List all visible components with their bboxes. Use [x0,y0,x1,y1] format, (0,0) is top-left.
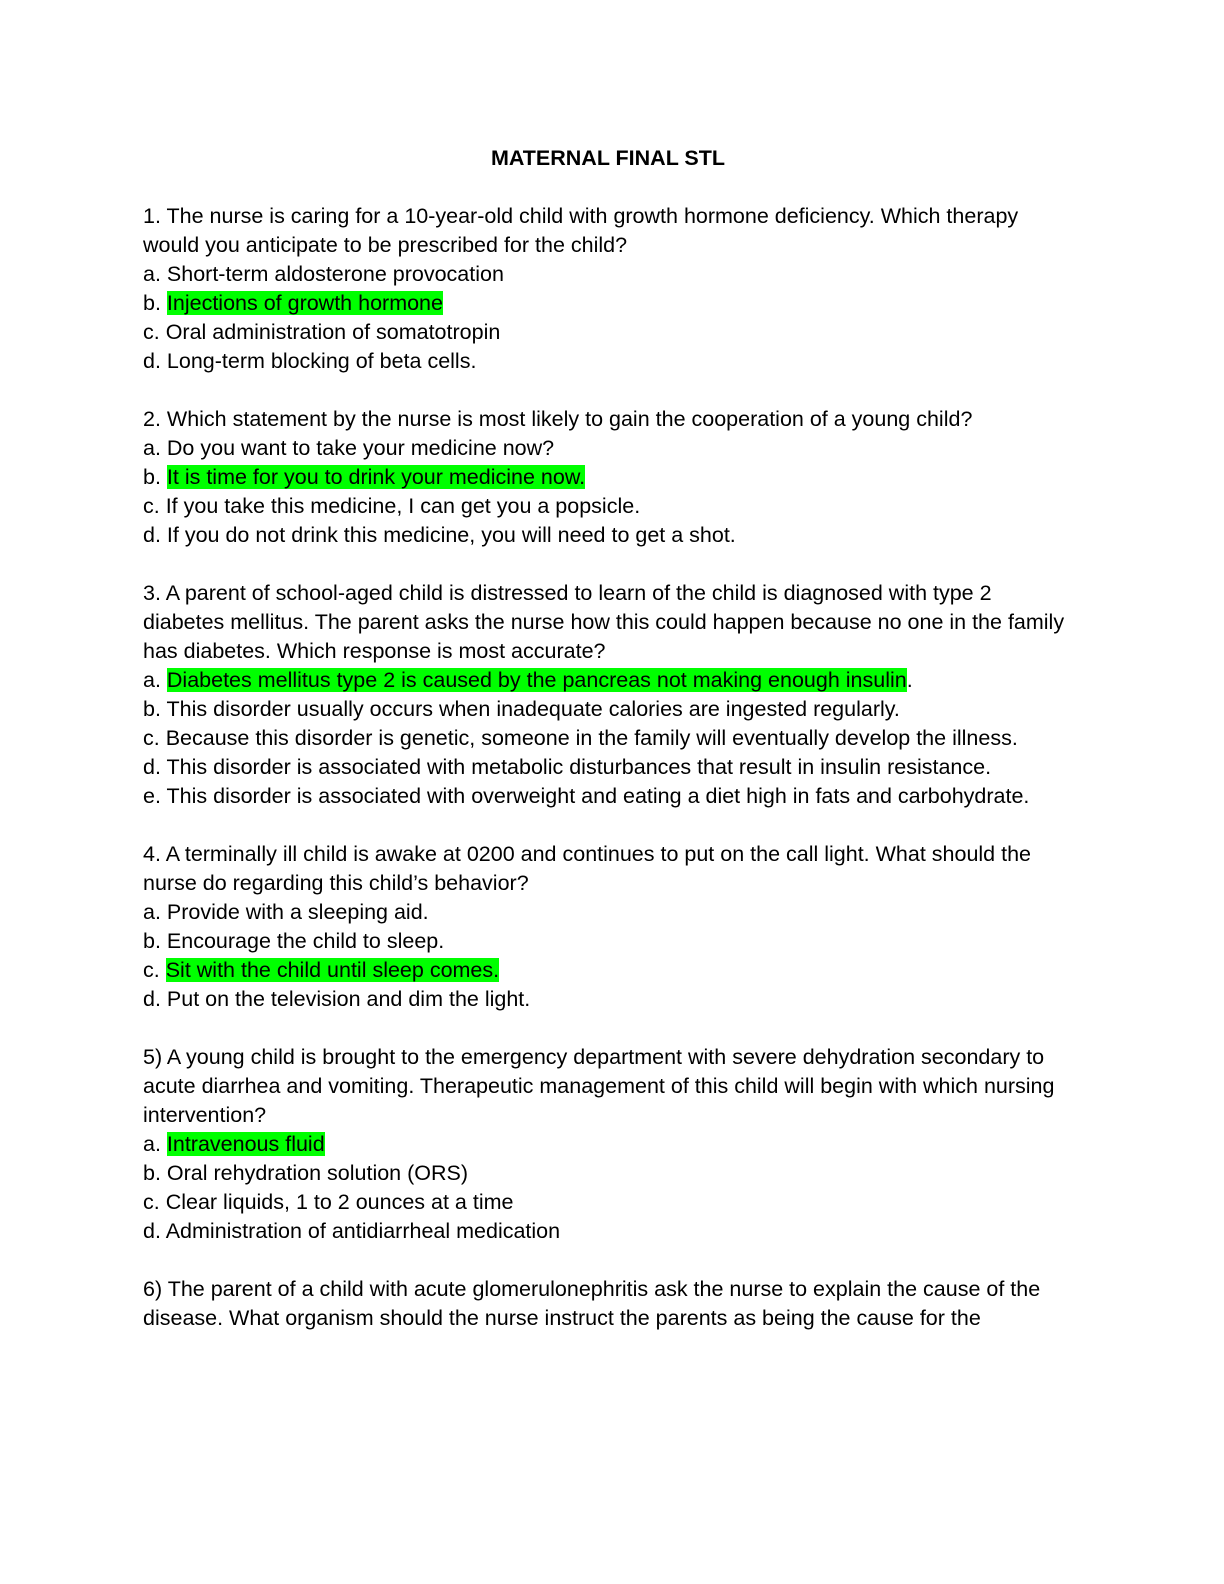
answer-option: d. Administration of antidiarrheal medic… [143,1217,1073,1246]
title-spacer [143,173,1073,202]
question-2: 2. Which statement by the nurse is most … [143,405,1073,550]
option-letter: a. [143,900,167,924]
option-text: Administration of antidiarrheal medicati… [165,1219,561,1243]
option-letter: c. [143,726,166,750]
option-text: Long-term blocking of beta cells. [166,349,477,373]
answer-option: c. Because this disorder is genetic, som… [143,724,1073,753]
question-4: 4. A terminally ill child is awake at 02… [143,840,1073,1014]
question-text: 5) A young child is brought to the emerg… [143,1045,1055,1127]
option-letter: c. [143,1190,166,1214]
option-letter: d. [143,523,167,547]
answer-option: a. Do you want to take your medicine now… [143,434,1073,463]
option-letter: d. [143,349,167,373]
option-letter: b. [143,465,167,489]
question-list: 1. The nurse is caring for a 10-year-old… [143,202,1073,1333]
answer-option: b. Injections of growth hormone [143,289,1073,318]
answer-option: d. Long-term blocking of beta cells. [143,347,1073,376]
answer-option: b. Encourage the child to sleep. [143,927,1073,956]
answer-option: c. Clear liquids, 1 to 2 ounces at a tim… [143,1188,1073,1217]
answer-option: b. This disorder usually occurs when ina… [143,695,1073,724]
option-text: This disorder is associated with metabol… [166,755,992,779]
option-text: Because this disorder is genetic, someon… [165,726,1018,750]
highlighted-answer: Sit with the child until sleep comes. [165,958,500,982]
highlighted-answer: It is time for you to drink your medicin… [166,465,586,489]
option-text: If you take this medicine, I can get you… [165,494,641,518]
option-text: Provide with a sleeping aid. [166,900,429,924]
answer-option: e. This disorder is associated with over… [143,782,1073,811]
answer-option: b. It is time for you to drink your medi… [143,463,1073,492]
answer-option: c. Oral administration of somatotropin [143,318,1073,347]
option-letter: b. [143,291,167,315]
option-letter: c. [143,958,166,982]
option-letter: b. [143,1161,167,1185]
option-letter: c. [143,494,166,518]
document-page: MATERNAL FINAL STL 1. The nurse is carin… [143,144,1073,1362]
option-text: Put on the television and dim the light. [166,987,531,1011]
option-text: Oral rehydration solution (ORS) [166,1161,469,1185]
question-6: 6) The parent of a child with acute glom… [143,1275,1073,1333]
option-letter: a. [143,262,167,286]
option-letter: b. [143,929,167,953]
option-letter: a. [143,1132,167,1156]
highlighted-answer: Diabetes mellitus type 2 is caused by th… [166,668,907,692]
answer-option: a. Short-term aldosterone provocation [143,260,1073,289]
option-text: Encourage the child to sleep. [166,929,445,953]
question-5: 5) A young child is brought to the emerg… [143,1043,1073,1246]
option-letter: b. [143,697,167,721]
answer-option: c. If you take this medicine, I can get … [143,492,1073,521]
question-1: 1. The nurse is caring for a 10-year-old… [143,202,1073,376]
option-text: This disorder is associated with overwei… [166,784,1030,808]
answer-option: a. Diabetes mellitus type 2 is caused by… [143,666,1073,695]
question-text: 1. The nurse is caring for a 10-year-old… [143,204,1019,257]
option-text: This disorder usually occurs when inadeq… [166,697,900,721]
option-text: If you do not drink this medicine, you w… [166,523,736,547]
question-text: 2. Which statement by the nurse is most … [143,407,973,431]
question-3: 3. A parent of school-aged child is dist… [143,579,1073,811]
question-text: 3. A parent of school-aged child is dist… [143,581,1065,663]
option-text: Oral administration of somatotropin [165,320,501,344]
option-letter: d. [143,755,167,779]
highlighted-answer: Injections of growth hormone [166,291,443,315]
question-text: 4. A terminally ill child is awake at 02… [143,842,1031,895]
answer-option: d. This disorder is associated with meta… [143,753,1073,782]
answer-option: d. Put on the television and dim the lig… [143,985,1073,1014]
option-letter: a. [143,436,167,460]
answer-option: a. Provide with a sleeping aid. [143,898,1073,927]
answer-option: c. Sit with the child until sleep comes. [143,956,1073,985]
option-letter: d. [143,987,167,1011]
answer-option: b. Oral rehydration solution (ORS) [143,1159,1073,1188]
answer-option: d. If you do not drink this medicine, yo… [143,521,1073,550]
option-letter: a. [143,668,167,692]
question-text: 6) The parent of a child with acute glom… [143,1277,1041,1330]
option-letter: d. [143,1219,166,1243]
option-text: Do you want to take your medicine now? [166,436,555,460]
highlighted-answer: Intravenous fluid [166,1132,325,1156]
answer-option: a. Intravenous fluid [143,1130,1073,1159]
document-title: MATERNAL FINAL STL [490,146,726,170]
option-letter: c. [143,320,166,344]
option-letter: e. [143,784,167,808]
option-suffix: . [906,668,913,692]
option-text: Short-term aldosterone provocation [166,262,504,286]
option-text: Clear liquids, 1 to 2 ounces at a time [165,1190,514,1214]
